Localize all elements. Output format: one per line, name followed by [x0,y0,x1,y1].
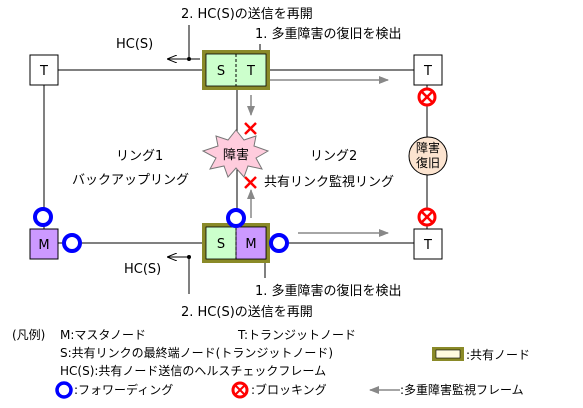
blocking-icon [417,87,437,107]
bottom-step1-text: 1. 多重障害の復旧を検出 [255,283,402,299]
fault-burst: 障害 [201,129,270,178]
legend-blocking-icon [231,381,249,399]
hc-bottom-label: HC(S) [124,262,161,277]
recovery-badge: 障害 復旧 [408,136,448,176]
node-bottom-right: T [413,228,443,260]
node-top-right: T [413,54,443,86]
top-step2-text: 2. HC(S)の送信を再開 [181,7,313,22]
node-label: T [423,238,432,253]
shared-node-top: S T [202,50,270,90]
legend-t-def: T:トランジットノード [237,328,356,342]
forwarding-icon [269,233,289,253]
shared-bottom-m-label: M [245,237,256,252]
legend-title: (凡例) [12,328,45,342]
legend-hc-def: HC(S):共有ノード送信のヘルスチェックフレーム [60,363,326,378]
node-bottom-left-master: M [29,228,59,260]
node-label: T [423,64,432,79]
shared-node-bottom: S M [202,223,270,263]
legend-monitor-frame: :多重障害監視フレーム [400,382,524,397]
legend-blocking: :ブロッキング [251,382,327,397]
x-mark [244,122,257,135]
legend-shared-node-icon [432,347,464,361]
top-step1-text: 1. 多重障害の復旧を検出 [255,26,402,42]
legend-forwarding: :フォワーディング [74,382,173,397]
legend: (凡例) M:マスタノード T:トランジットノード S:共有リンクの最終端ノード… [12,328,530,399]
forwarding-icon [226,208,246,228]
leader-dot [187,255,191,259]
legend-forwarding-icon [55,381,73,399]
ring2-name: リング2 [310,149,357,164]
shared-top-s-label: S [217,64,225,79]
forwarding-icon [33,207,53,227]
legend-shared-node: :共有ノード [466,348,530,362]
blocking-icon [417,207,437,227]
node-top-left: T [29,54,59,86]
monitor-arrows [247,76,389,237]
fault-x-marks [244,122,257,189]
node-label: T [39,64,48,79]
ring2-role: 共有リンク監視リング [264,174,394,190]
recovery-line1: 障害 [416,140,440,155]
legend-s-def: S:共有リンクの最終端ノード(トランジットノード) [60,345,333,360]
ring1-name: リング1 [116,149,163,164]
x-mark [244,176,257,189]
node-label: M [38,238,49,253]
fault-label: 障害 [223,147,249,163]
recovery-line2: 復旧 [416,155,440,170]
bottom-step2-text: 2. HC(S)の送信を再開 [181,305,313,320]
shared-bottom-s-label: S [217,237,225,252]
leader-dot [187,57,191,61]
legend-m-def: M:マスタノード [60,328,146,342]
shared-top-t-label: T [246,64,255,79]
blocking-icons [417,87,437,227]
hc-top-label: HC(S) [116,37,153,52]
ring1-role: バックアップリング [72,173,189,188]
forwarding-icon [62,233,82,253]
